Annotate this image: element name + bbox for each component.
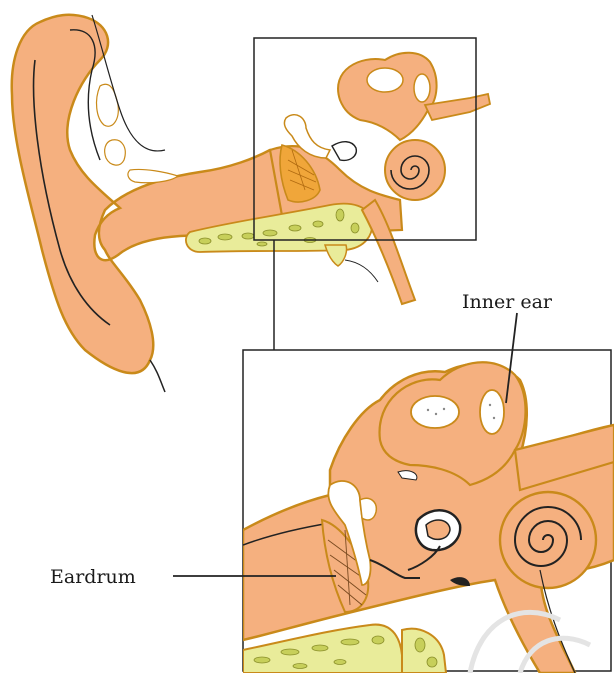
ossicle-anvil-large	[360, 498, 376, 520]
outer-ear	[12, 15, 490, 392]
bone-lower-tip	[325, 245, 347, 266]
inner-ear-label: Inner ear	[462, 291, 552, 313]
cochlea-small	[385, 140, 445, 200]
tube-outline	[345, 260, 378, 282]
canal-loop-small-1	[367, 68, 403, 92]
cartilage-highlight-2	[105, 140, 126, 165]
magnified-inset	[243, 350, 614, 673]
canal-loop-large-1	[411, 396, 459, 428]
canal-loop-large-2	[480, 390, 504, 434]
ossicle-stirrup-small	[332, 142, 356, 161]
canal-loop-small-2	[414, 74, 430, 102]
cartilage-highlight-1	[97, 84, 119, 126]
stirrup-opening	[426, 520, 450, 539]
lobe-line	[150, 360, 165, 392]
eardrum-label: Eardrum	[50, 566, 136, 588]
pinna	[12, 15, 285, 373]
